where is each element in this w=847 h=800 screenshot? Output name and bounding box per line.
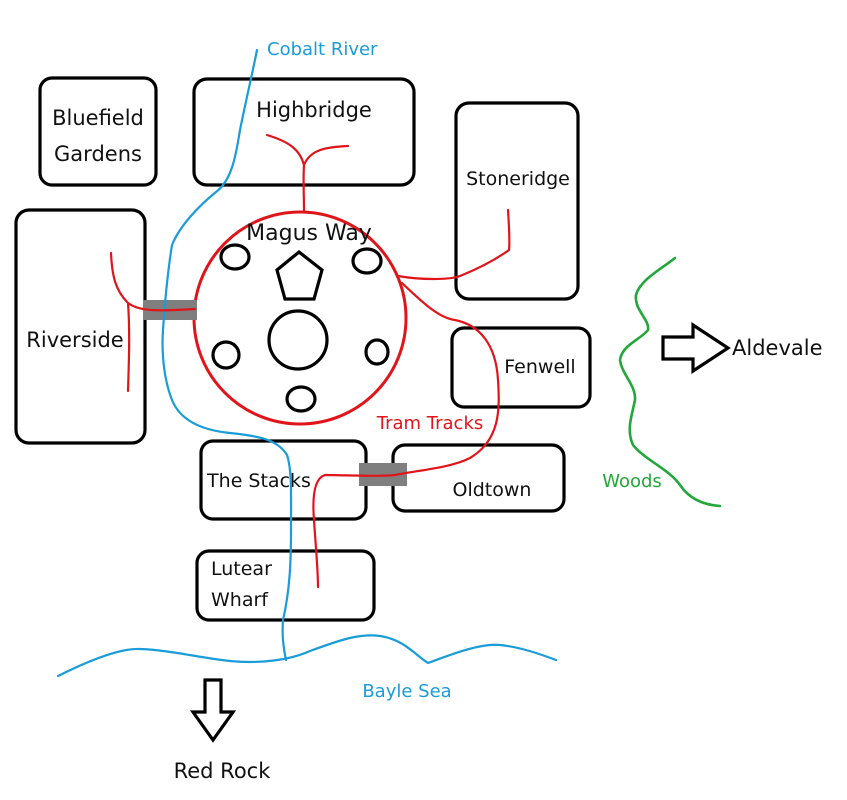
destination-aldevale[interactable]: Aldevale — [661, 322, 823, 374]
destination-label: Red Rock — [174, 759, 272, 783]
tram-branch-stoneridge — [396, 208, 511, 281]
pentagon-landmark-icon — [275, 249, 324, 301]
district-label: Magus Way — [246, 221, 372, 246]
district-label: Riverside — [26, 328, 123, 352]
bayle-sea-label: Bayle Sea — [362, 681, 451, 702]
woods-boundary — [618, 256, 722, 508]
district-label: Oldtown — [453, 479, 532, 501]
woods-label: Woods — [602, 471, 662, 492]
small-plaza-icon — [211, 340, 241, 370]
tram-branch-highbridge-fork — [302, 144, 350, 167]
cobalt-river-label: Cobalt River — [267, 39, 378, 60]
tram-branch-fenwell-oldtown-stacks — [312, 281, 500, 589]
district-label: Fenwell — [504, 356, 575, 378]
district-lutear-wharf[interactable]: Lutear Wharf — [195, 549, 376, 622]
small-plaza-icon — [285, 385, 317, 413]
tram-branch-riverside — [109, 251, 131, 393]
district-bluefield-gardens[interactable]: Bluefield Gardens — [38, 76, 158, 187]
district-riverside[interactable]: Riverside — [14, 208, 147, 445]
tram-branch-highbridge — [265, 133, 306, 214]
district-outline — [454, 101, 580, 301]
district-outline — [391, 443, 566, 513]
central-plaza-icon — [267, 309, 329, 371]
district-label: Highbridge — [256, 98, 372, 122]
district-label-line1: Lutear — [211, 558, 272, 580]
district-label-line2: Gardens — [54, 142, 142, 166]
tram-tracks-label: Tram Tracks — [376, 413, 484, 434]
tram-riverside-bridge-track — [126, 301, 197, 312]
tram-tracks — [109, 133, 511, 589]
district-oldtown[interactable]: Oldtown — [391, 443, 566, 513]
district-fenwell[interactable]: Fenwell — [450, 326, 592, 409]
district-stoneridge[interactable]: Stoneridge — [454, 101, 580, 301]
small-plaza-icon — [364, 338, 390, 366]
district-outline — [195, 549, 376, 622]
arrow-right-icon — [661, 322, 731, 374]
district-outline — [450, 326, 592, 409]
bridge-stacks-oldtown — [359, 463, 407, 486]
district-label-line2: Wharf — [211, 589, 269, 611]
small-plaza-icon — [219, 243, 251, 271]
bayle-sea-coastline — [56, 634, 558, 678]
district-label: The Stacks — [206, 470, 311, 492]
district-outline — [38, 76, 158, 187]
district-label: Stoneridge — [466, 168, 570, 190]
district-outline — [14, 208, 147, 445]
destination-red-rock[interactable]: Red Rock — [174, 678, 272, 783]
small-plaza-icon — [351, 247, 383, 275]
cobalt-river — [161, 48, 293, 662]
district-magus-way[interactable]: Magus Way — [192, 210, 408, 426]
arrow-down-icon — [189, 678, 237, 743]
destination-label: Aldevale — [732, 336, 823, 360]
district-the-stacks[interactable]: The Stacks — [199, 439, 368, 521]
district-label-line1: Bluefield — [52, 106, 144, 130]
